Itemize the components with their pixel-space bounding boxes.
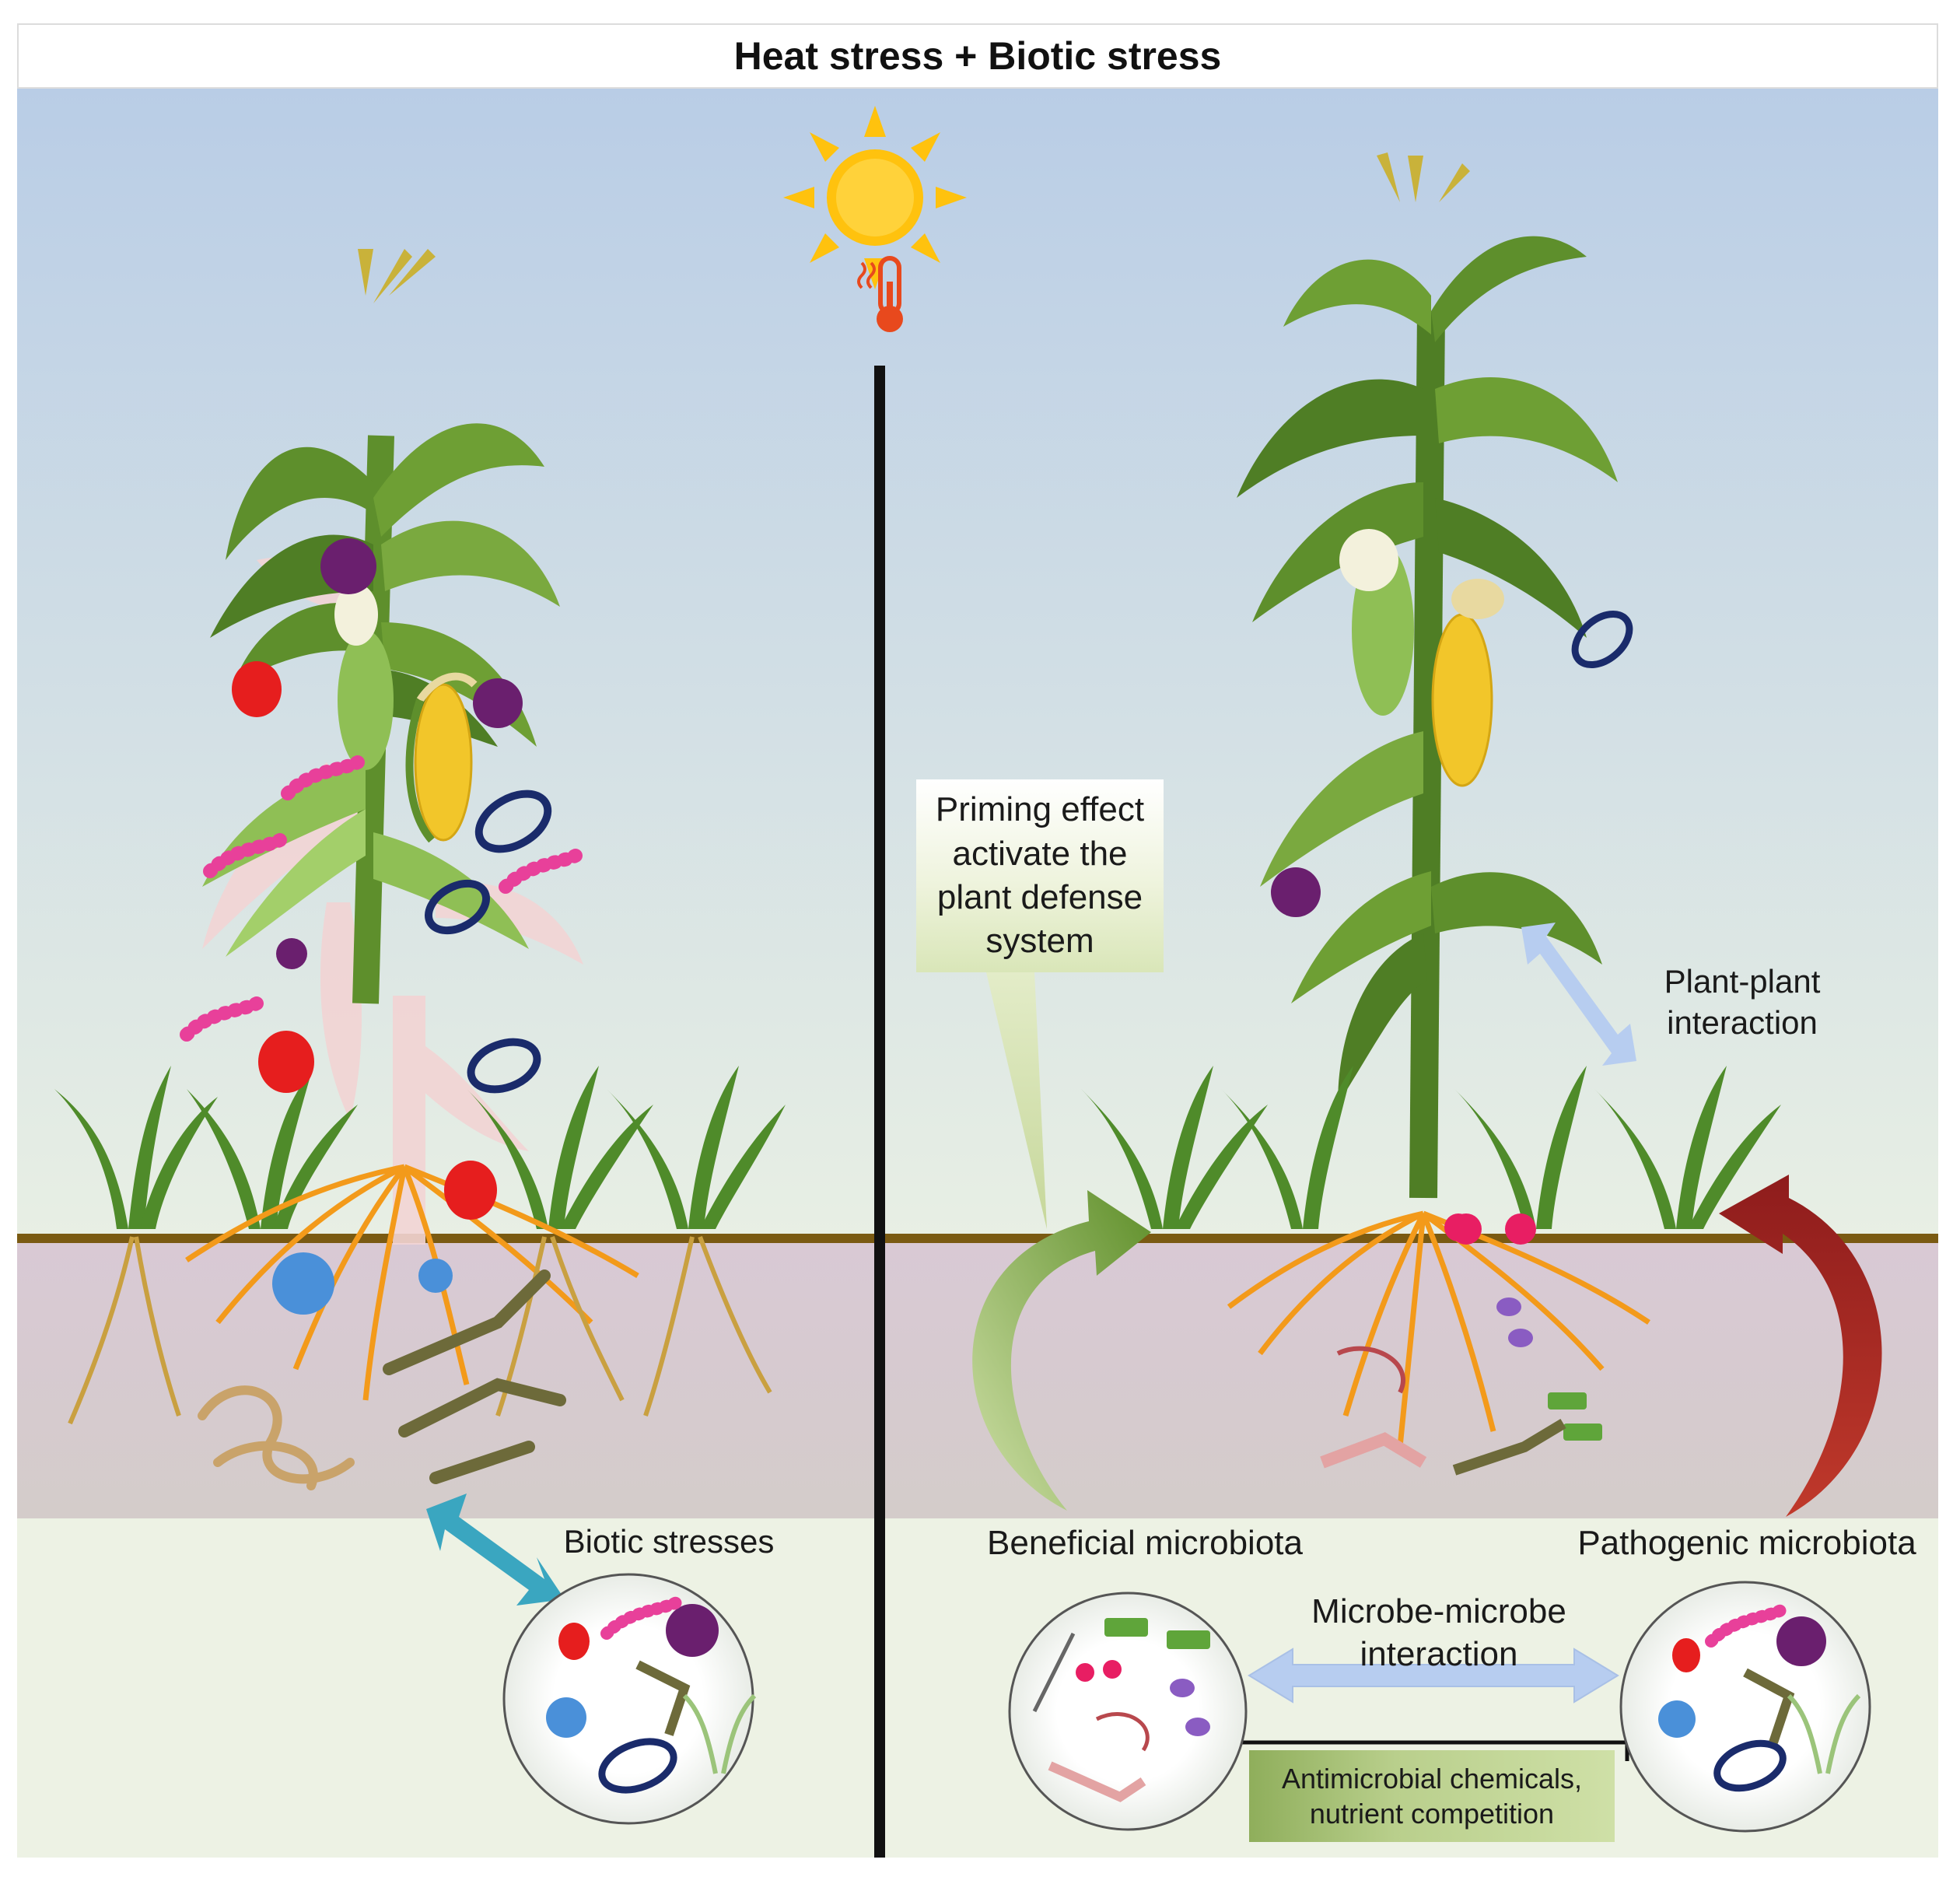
plant-plant-line-1: Plant-plant xyxy=(1664,963,1821,1000)
bacteria-icon xyxy=(1563,1424,1602,1441)
microbe-microbe-line-1: Microbe-microbe xyxy=(1311,1592,1566,1630)
biotic-stress-arrow xyxy=(426,1494,565,1606)
fungus-icon xyxy=(635,1660,691,1736)
priming-label-line-1: Priming effect xyxy=(935,790,1145,829)
bacteria-icon xyxy=(598,1738,677,1794)
bacteria-icon xyxy=(1167,1630,1210,1649)
beneficial-microbiota-circle xyxy=(1008,1592,1248,1831)
center-divider xyxy=(874,366,885,1858)
bacteria-icon xyxy=(1095,1712,1150,1752)
priming-label-line-3: plant defense xyxy=(936,878,1143,916)
plant-plant-line-2: interaction xyxy=(1667,1003,1818,1041)
microbe-microbe-line-2: interaction xyxy=(1360,1635,1518,1673)
right-corn-plant xyxy=(1237,152,1618,1199)
biotic-stresses-circle xyxy=(502,1573,757,1825)
grass-roots-left xyxy=(68,1235,772,1425)
virus-icon xyxy=(1658,1700,1696,1738)
bacteria-icon xyxy=(1336,1346,1405,1394)
lower-panel-background xyxy=(17,1518,1938,1858)
sun-icon xyxy=(783,106,967,289)
virus-icon xyxy=(1505,1213,1536,1245)
grass-icon xyxy=(682,1693,757,1774)
caterpillar-icon xyxy=(180,755,583,1042)
bacteria-icon xyxy=(1104,1618,1148,1637)
virus-icon xyxy=(1444,1213,1472,1241)
bacteria-icon xyxy=(1548,1392,1587,1410)
bacteria-icon xyxy=(1032,1632,1076,1713)
antimicrobial-line-2: nutrient competition xyxy=(1309,1798,1555,1830)
bacteria-icon xyxy=(1496,1297,1521,1316)
pathogenic-arrow xyxy=(1719,1175,1882,1517)
virus-icon xyxy=(276,538,523,969)
virus-icon xyxy=(272,1252,453,1315)
grass-icon xyxy=(1787,1693,1861,1774)
grass-clumps-left xyxy=(54,1066,786,1229)
ladybug-icon xyxy=(1672,1638,1700,1672)
bacteria-icon xyxy=(1713,1739,1787,1792)
antimicrobial-line-1: Antimicrobial chemicals, xyxy=(1281,1763,1583,1795)
virus-icon xyxy=(1776,1616,1826,1666)
bacteria-icon xyxy=(1170,1679,1195,1697)
caterpillar-icon xyxy=(600,1596,683,1640)
virus-icon xyxy=(1271,867,1321,917)
bacteria-icon xyxy=(1185,1718,1210,1736)
fungus-icon xyxy=(1320,1432,1427,1469)
nematode-icon xyxy=(198,1385,355,1490)
beneficial-microbiota-label: Beneficial microbiota xyxy=(987,1524,1303,1562)
plant-plant-arrow xyxy=(1521,923,1636,1066)
callout-pointer xyxy=(986,972,1047,1229)
microbe-microbe-arrow xyxy=(1248,1648,1619,1704)
virus-icon xyxy=(546,1697,586,1738)
virus-icon xyxy=(666,1604,719,1657)
antimicrobial-box: Antimicrobial chemicals, nutrient compet… xyxy=(1249,1750,1615,1842)
bacteria-icon xyxy=(1508,1329,1533,1347)
microbe-microbe-label: Microbe-microbe interaction xyxy=(1276,1590,1602,1676)
priming-callout: Priming effect activate the plant defens… xyxy=(916,779,1164,972)
fungus-icon xyxy=(1452,1418,1566,1476)
plant-plant-label: Plant-plant interaction xyxy=(1626,961,1859,1043)
grass-clumps-right xyxy=(1081,1066,1781,1229)
pathogenic-microbiota-circle xyxy=(1619,1581,1871,1833)
bacteria-icon xyxy=(425,790,552,1094)
roots-right xyxy=(1227,1210,1650,1448)
virus-icon xyxy=(1103,1660,1122,1679)
bacteria-icon xyxy=(1571,610,1633,669)
ladybug-icon xyxy=(558,1623,590,1660)
ladybug-icon xyxy=(232,661,497,1220)
beneficial-arrow xyxy=(972,1190,1151,1511)
virus-icon xyxy=(1076,1663,1094,1682)
fungus-icon xyxy=(1048,1761,1146,1802)
pathogenic-microbiota-label: Pathogenic microbiota xyxy=(1577,1524,1916,1562)
priming-label-line-2: activate the xyxy=(952,834,1128,873)
caterpillar-icon xyxy=(1705,1604,1787,1648)
fungus-icon xyxy=(383,1269,566,1484)
title-bar: Heat stress + Biotic stress xyxy=(17,23,1938,89)
figure-title: Heat stress + Biotic stress xyxy=(733,34,1222,78)
biotic-stresses-label: Biotic stresses xyxy=(563,1523,775,1560)
priming-label-line-4: system xyxy=(985,922,1094,961)
thermometer-icon xyxy=(857,256,903,332)
